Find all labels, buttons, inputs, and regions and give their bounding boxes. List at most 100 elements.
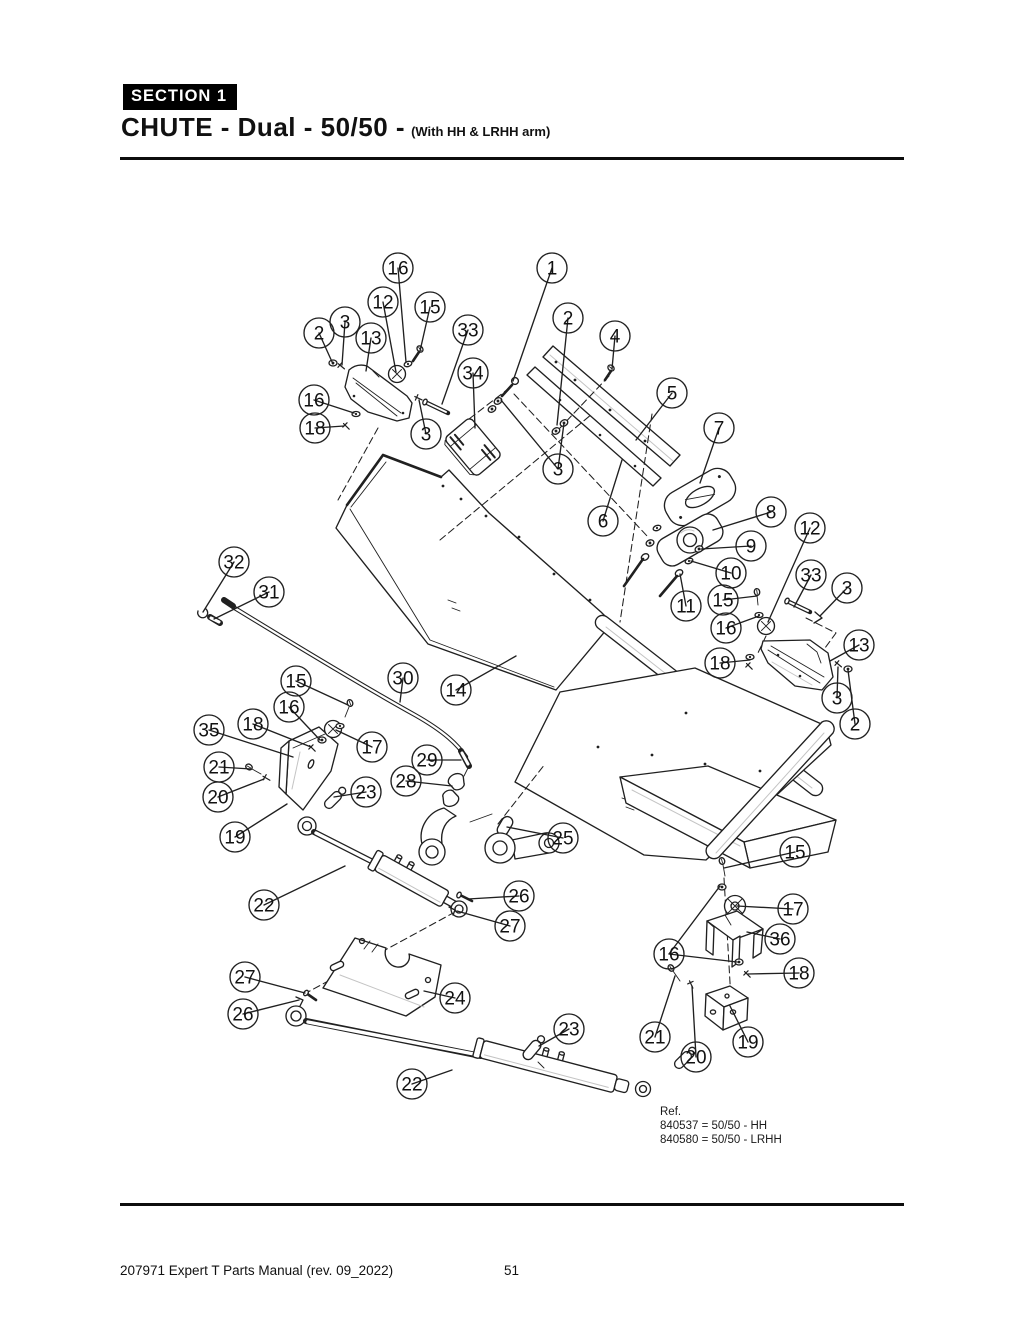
svg-text:35: 35: [198, 721, 219, 742]
title-main: CHUTE - Dual - 50/50 -: [121, 112, 406, 142]
svg-text:22: 22: [253, 896, 274, 917]
part-decal-34: [444, 418, 501, 476]
svg-text:18: 18: [709, 654, 730, 675]
svg-text:15: 15: [285, 672, 306, 693]
svg-text:15: 15: [419, 298, 440, 319]
callout-15: 15: [280, 665, 312, 697]
title-suffix: (With HH & LRHH arm): [411, 124, 551, 139]
callout-16: 16: [273, 691, 305, 723]
svg-text:19: 19: [224, 828, 245, 849]
svg-text:16: 16: [278, 698, 299, 719]
svg-text:12: 12: [799, 519, 820, 540]
part-arm-bracket-left: [328, 343, 451, 432]
svg-text:33: 33: [800, 566, 821, 587]
svg-text:25: 25: [552, 829, 573, 850]
svg-text:12: 12: [372, 293, 393, 314]
svg-text:36: 36: [769, 930, 790, 951]
part-rotation-linkage: [418, 772, 560, 866]
callout-23: 23: [553, 1013, 585, 1045]
part-bearing-hardware: [622, 523, 705, 598]
svg-text:30: 30: [392, 669, 413, 690]
svg-text:23: 23: [558, 1020, 579, 1041]
callout-17: 17: [356, 731, 388, 763]
svg-text:26: 26: [508, 887, 529, 908]
svg-text:14: 14: [445, 681, 467, 702]
callout-18: 18: [783, 957, 815, 989]
callout-2: 2: [552, 302, 584, 334]
callout-25: 25: [547, 822, 579, 854]
callout-2: 2: [839, 708, 871, 740]
svg-text:8: 8: [766, 503, 777, 524]
svg-text:10: 10: [720, 564, 741, 585]
callout-31: 31: [253, 576, 285, 608]
callout-3: 3: [542, 453, 574, 485]
svg-text:18: 18: [304, 419, 325, 440]
svg-text:11: 11: [676, 597, 696, 618]
svg-text:33: 33: [457, 321, 478, 342]
callout-36: 36: [764, 923, 796, 955]
part-cylinder-lower: [285, 1005, 697, 1098]
svg-text:18: 18: [788, 964, 809, 985]
part-cylinder-upper: [297, 816, 468, 918]
section-label: SECTION 1: [131, 87, 228, 105]
callout-21: 21: [639, 1021, 671, 1053]
ref-note: Ref. 840537 = 50/50 - HH 840580 = 50/50 …: [660, 1105, 782, 1147]
svg-text:27: 27: [499, 917, 520, 938]
ref-note-line: 840537 = 50/50 - HH: [660, 1120, 768, 1132]
callout-22: 22: [248, 889, 280, 921]
part-clevis-pin-lower: [522, 1035, 546, 1069]
svg-text:16: 16: [715, 619, 736, 640]
callout-34: 34: [457, 357, 489, 389]
callout-11: 11: [670, 590, 702, 622]
callout-21: 21: [203, 751, 235, 783]
callout-16: 16: [382, 252, 414, 284]
callout-18: 18: [299, 412, 331, 444]
svg-text:29: 29: [416, 751, 437, 772]
callout-7: 7: [703, 412, 735, 444]
callout-15: 15: [414, 291, 446, 323]
callout-8: 8: [755, 496, 787, 528]
callout-28: 28: [390, 765, 422, 797]
svg-text:19: 19: [737, 1033, 758, 1054]
part-arm-bracket-right: [760, 639, 853, 691]
section-badge: SECTION 1: [123, 84, 238, 110]
part-right-mount-assembly: [666, 856, 764, 1031]
svg-text:3: 3: [340, 313, 351, 334]
callout-1: 1: [536, 252, 568, 284]
callout-2: 2: [303, 317, 335, 349]
svg-text:13: 13: [360, 329, 381, 350]
svg-text:1: 1: [547, 259, 558, 280]
callout-3: 3: [831, 572, 863, 604]
callout-16: 16: [298, 384, 330, 416]
callout-26: 26: [227, 998, 259, 1030]
part-clevis-pin-left: [323, 786, 347, 810]
part-chute-edge-tube: [705, 720, 835, 860]
callout-32: 32: [218, 546, 250, 578]
callout-10: 10: [715, 557, 747, 589]
ref-note-line: 840580 = 50/50 - LRHH: [660, 1134, 782, 1146]
svg-text:20: 20: [685, 1048, 706, 1069]
svg-text:22: 22: [401, 1075, 422, 1096]
svg-text:16: 16: [303, 391, 324, 412]
callout-12: 12: [367, 286, 399, 318]
top-rule: [120, 157, 904, 160]
callout-3: 3: [410, 418, 442, 450]
callout-13: 13: [355, 322, 387, 354]
svg-text:23: 23: [355, 783, 376, 804]
callout-6: 6: [587, 505, 619, 537]
svg-text:9: 9: [746, 537, 757, 558]
callout-19: 19: [219, 821, 251, 853]
callout-20: 20: [680, 1041, 712, 1073]
svg-text:3: 3: [553, 460, 564, 481]
svg-text:20: 20: [207, 788, 228, 809]
callout-18: 18: [237, 708, 269, 740]
callout-26: 26: [503, 880, 535, 912]
svg-text:27: 27: [234, 968, 255, 989]
callout-23: 23: [350, 776, 382, 808]
part-mount-plate: [322, 937, 442, 1017]
svg-text:21: 21: [208, 758, 229, 779]
callout-3: 3: [821, 682, 853, 714]
